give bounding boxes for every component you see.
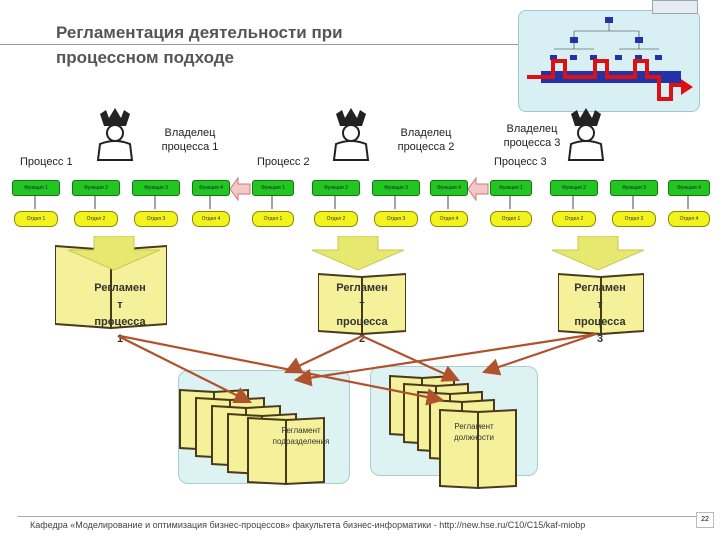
process-transition-arrow-2 (467, 176, 489, 202)
corner-logo (652, 0, 698, 14)
process-regulation-book-2 (318, 272, 406, 336)
owner-figure-2 (332, 108, 370, 161)
footer-text: Кафедра «Моделирование и оптимизация биз… (30, 520, 586, 530)
owner-figure-1 (96, 108, 134, 161)
department-oval: Отдел 4 (430, 211, 468, 227)
process-regulation-book-1 (55, 244, 167, 330)
hierarchy-thumbnail (518, 10, 700, 112)
process-transition-arrow-1 (229, 176, 251, 202)
department-oval: Отдел 1 (252, 211, 294, 227)
owner-label-3: Владелец процесса 3 (503, 123, 561, 149)
down-arrow-1 (67, 236, 161, 271)
owner-label-1: Владелец процесса 1 (161, 127, 219, 153)
department-oval: Отдел 1 (14, 211, 58, 227)
function-box: Функция 1 (490, 180, 532, 196)
owner-label-2: Владелец процесса 2 (397, 127, 455, 153)
hierarchy-process-diagram (527, 17, 693, 101)
function-box: Функция 3 (372, 180, 420, 196)
page-title: Регламентация деятельности при процессно… (56, 23, 343, 67)
department-regulation-books (179, 388, 325, 486)
process-label-3: Процесс 3 (494, 156, 547, 168)
department-oval: Отдел 3 (612, 211, 656, 227)
function-box: Функция 4 (668, 180, 710, 196)
process-regulation-book-3 (558, 272, 644, 336)
function-box: Функция 4 (430, 180, 468, 196)
page-number: 22 (696, 512, 714, 528)
footer-divider (18, 516, 708, 517)
function-box: Функция 3 (610, 180, 658, 196)
function-box: Функция 2 (550, 180, 598, 196)
function-box: Функция 1 (252, 180, 294, 196)
function-box: Функция 3 (132, 180, 180, 196)
department-oval: Отдел 4 (192, 211, 230, 227)
department-oval: Отдел 3 (374, 211, 418, 227)
down-arrow-3 (551, 236, 645, 271)
function-box: Функция 2 (72, 180, 120, 196)
function-department-connectors (34, 195, 689, 209)
department-oval: Отдел 4 (668, 211, 710, 227)
department-oval: Отдел 3 (134, 211, 178, 227)
owner-figure-3 (567, 108, 605, 161)
down-arrow-2 (311, 236, 405, 271)
department-oval: Отдел 2 (314, 211, 358, 227)
process-label-1: Процесс 1 (20, 156, 73, 168)
function-box: Функция 1 (12, 180, 60, 196)
function-box: Функция 2 (312, 180, 360, 196)
department-oval: Отдел 2 (552, 211, 596, 227)
position-regulation-books (389, 374, 517, 490)
title-divider (0, 44, 520, 45)
process-label-2: Процесс 2 (257, 156, 310, 168)
department-oval: Отдел 1 (490, 211, 532, 227)
function-box: Функция 4 (192, 180, 230, 196)
department-oval: Отдел 2 (74, 211, 118, 227)
